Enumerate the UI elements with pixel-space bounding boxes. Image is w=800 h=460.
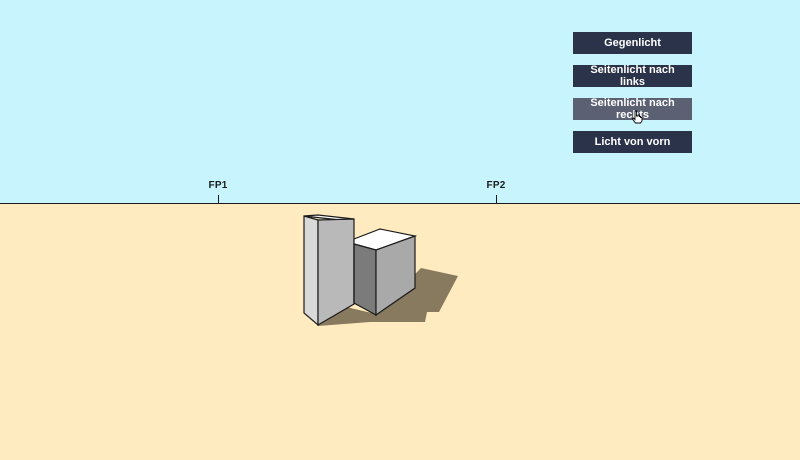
sidelight-left-button[interactable]: Seitenlicht nach links (573, 64, 692, 88)
vanishing-point-2-label: FP2 (486, 180, 506, 191)
backlight-button[interactable]: Gegenlicht (573, 32, 692, 54)
vanishing-point-2-marker (496, 195, 497, 204)
sidelight-right-button[interactable]: Seitenlicht nach rechts (573, 97, 692, 121)
hand-pointer-icon (631, 110, 643, 124)
cast-shadow (318, 268, 458, 326)
lighting-menu: Gegenlicht Seitenlicht nach links Seiten… (573, 32, 692, 164)
vanishing-point-1-label: FP1 (208, 180, 228, 191)
vanishing-point-1-marker (218, 195, 219, 204)
tall-block-left-face (303, 215, 319, 327)
horizon-line (0, 203, 800, 204)
front-light-button[interactable]: Licht von vorn (573, 131, 692, 153)
low-block-front-face (375, 235, 416, 317)
low-block-left-face (353, 243, 377, 317)
